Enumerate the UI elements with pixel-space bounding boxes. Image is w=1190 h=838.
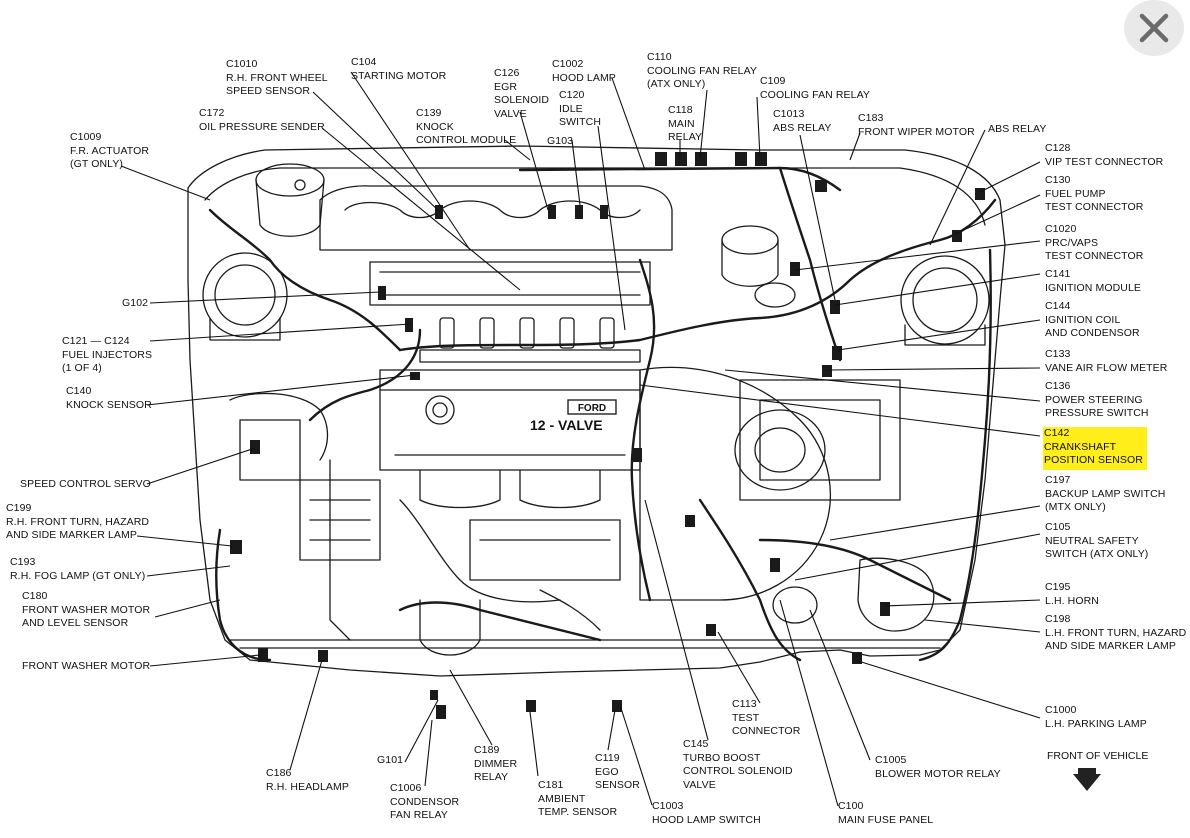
label-c1006-condensor-fan-relay: C1006 CONDENSOR FAN RELAY [390,782,460,821]
label-c141-ignition-module: C141 IGNITION MODULE [1045,268,1142,294]
label-g103: G103 [547,135,574,147]
arrow-down-icon [1072,766,1102,797]
label-c121-c124-fuel-injectors: C121 — C124 FUEL INJECTORS (1 OF 4) [62,335,153,374]
label-c120-idle-switch: C120 IDLE SWITCH [559,89,602,128]
label-front-washer-motor: FRONT WASHER MOTOR [22,660,151,672]
label-c1003-hood-lamp-switch: C1003 HOOD LAMP SWITCH [652,800,761,826]
label-c193-rh-fog-lamp: C193 R.H. FOG LAMP (GT ONLY) [10,556,146,582]
label-c133-vane-air-flow-meter: C133 VANE AIR FLOW METER [1045,348,1168,374]
label-c181-ambient-temp-sensor: C181 AMBIENT TEMP. SENSOR [538,779,618,818]
close-button[interactable] [1124,0,1184,56]
label-c197-backup-lamp-switch: C197 BACKUP LAMP SWITCH (MTX ONLY) [1045,474,1166,513]
label-c142-crankshaft-position-sensor: C142 CRANKSHAFT POSITION SENSOR [1043,427,1147,470]
label-c113-test-connector: C113 TEST CONNECTOR [732,698,801,737]
label-c104-starting-motor: C104 STARTING MOTOR [351,56,447,82]
label-c172-oil-pressure-sender: C172 OIL PRESSURE SENDER [199,107,325,133]
label-speed-control-servo: SPEED CONTROL SERVO [20,478,151,490]
front-of-vehicle-label: FRONT OF VEHICLE [1047,750,1149,762]
label-c199-rh-front-turn-hazard-side-marker: C199 R.H. FRONT TURN, HAZARD AND SIDE MA… [6,502,150,541]
close-icon [1139,13,1169,43]
label-c144-ignition-coil-and-condensor: C144 IGNITION COIL AND CONDENSOR [1045,300,1140,339]
label-c1020-prc-vaps-test-connector: C1020 PRC/VAPS TEST CONNECTOR [1045,223,1144,262]
label-c109-cooling-fan-relay: C109 COOLING FAN RELAY [760,75,871,101]
label-c119-ego-sensor: C119 EGO SENSOR [595,752,640,791]
label-c128-vip-test-connector: C128 VIP TEST CONNECTOR [1045,142,1164,168]
label-c100-main-fuse-panel: C100 MAIN FUSE PANEL [838,800,934,826]
label-c118-main-relay: C118 MAIN RELAY [668,104,703,143]
label-c198-lh-front-turn-hazard-side-marker: C198 L.H. FRONT TURN, HAZARD AND SIDE MA… [1045,613,1187,652]
label-c1000-lh-parking-lamp: C1000 L.H. PARKING LAMP [1045,704,1147,730]
label-c183-front-wiper-motor: C183 FRONT WIPER MOTOR [858,112,975,138]
label-c186-rh-headlamp: C186 R.H. HEADLAMP [266,767,349,793]
label-c136-power-steering-pressure-switch: C136 POWER STEERING PRESSURE SWITCH [1045,380,1149,419]
label-c130-fuel-pump-test-connector: C130 FUEL PUMP TEST CONNECTOR [1045,174,1144,213]
label-c1005-blower-motor-relay: C1005 BLOWER MOTOR RELAY [875,754,1001,780]
label-g101: G101 [377,754,404,766]
label-c139-knock-control-module: C139 KNOCK CONTROL MODULE [416,107,517,146]
label-c145-turbo-boost-control-solenoid: C145 TURBO BOOST CONTROL SOLENOID VALVE [683,738,793,791]
label-c1009-fr-actuator: C1009 F.R. ACTUATOR (GT ONLY) [70,131,150,170]
label-c105-neutral-safety-switch: C105 NEUTRAL SAFETY SWITCH (ATX ONLY) [1045,521,1149,560]
ford-badge: FORD [578,403,606,414]
label-c1010-rh-front-wheel-speed-sensor: C1010 R.H. FRONT WHEEL SPEED SENSOR [226,58,328,97]
label-c195-lh-horn: C195 L.H. HORN [1045,581,1099,607]
engine-label: 12 - VALVE [530,417,603,433]
label-abs-relay: ABS RELAY [988,123,1047,135]
label-c189-dimmer-relay: C189 DIMMER RELAY [474,744,518,783]
label-c1013-abs-relay: C1013 ABS RELAY [773,108,832,134]
label-c140-knock-sensor: C140 KNOCK SENSOR [66,385,152,411]
label-c126-egr-solenoid-valve: C126 EGR SOLENOID VALVE [494,67,550,120]
label-g102: G102 [122,297,149,309]
label-c180-front-washer-motor-level-sensor: C180 FRONT WASHER MOTOR AND LEVEL SENSOR [22,590,151,629]
label-c110-cooling-fan-relay-atx: C110 COOLING FAN RELAY (ATX ONLY) [647,51,758,90]
label-c1002-hood-lamp: C1002 HOOD LAMP [552,58,616,84]
